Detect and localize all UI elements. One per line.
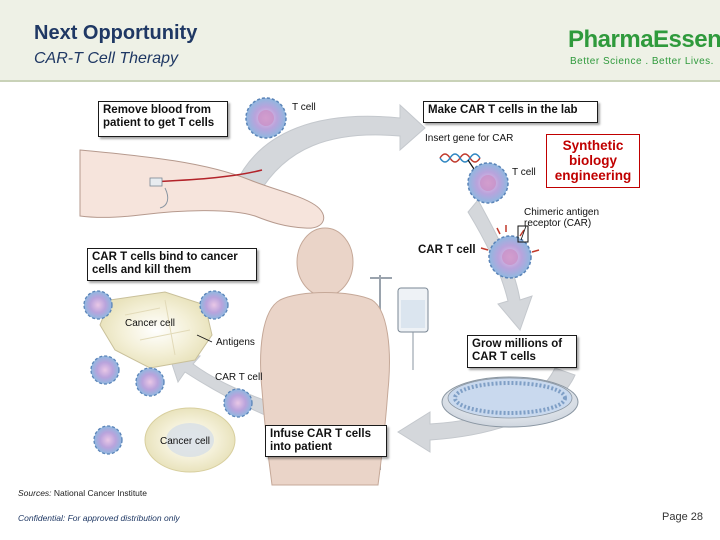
t-cell-lab xyxy=(467,162,509,204)
small-car-t-cells xyxy=(83,290,253,455)
step-make-car-t: Make CAR T cells in the lab xyxy=(423,101,598,123)
slide-subtitle: CAR-T Cell Therapy xyxy=(34,50,179,67)
logo-tagline: Better Science . Better Lives. xyxy=(570,56,714,67)
petri-dish xyxy=(441,376,579,428)
label-antigens: Antigens xyxy=(216,337,255,348)
cancer-cell-round xyxy=(144,407,236,473)
company-logo: PharmaEssentia Better Science . Better L… xyxy=(562,20,720,74)
label-car-t-cell-small: CAR T cell xyxy=(215,372,263,383)
label-t-cell-lab: T cell xyxy=(512,167,536,178)
page-number: Page 28 xyxy=(662,511,703,523)
arrow-to-lab xyxy=(234,103,426,196)
confidential-note: Confidential: For approved distribution … xyxy=(18,513,180,523)
slide-title: Next Opportunity xyxy=(34,22,198,44)
arm-illustration xyxy=(79,149,325,229)
step-bind-kill: CAR T cells bind to cancer cells and kil… xyxy=(87,248,257,281)
logo-wordmark: PharmaEssentia xyxy=(568,26,720,53)
step-grow-cells: Grow millions of CAR T cells xyxy=(467,335,577,368)
label-insert-gene: Insert gene for CAR xyxy=(425,133,514,144)
label-car-t-cell-large: CAR T cell xyxy=(418,244,476,256)
cancer-cell-cluster xyxy=(99,291,213,369)
header-band xyxy=(0,0,720,80)
car-t-cell-large xyxy=(480,225,540,279)
sources-value: National Cancer Institute xyxy=(53,488,147,498)
step-remove-blood: Remove blood from patient to get T cells xyxy=(98,101,228,137)
label-chimeric-antigen-receptor: Chimeric antigen receptor (CAR) xyxy=(524,207,600,229)
label-cancer-cell-1: Cancer cell xyxy=(125,318,176,329)
label-t-cell-top: T cell xyxy=(292,102,316,113)
label-cancer-cell-2: Cancer cell xyxy=(160,436,211,447)
step-infuse: Infuse CAR T cells into patient xyxy=(265,425,387,457)
sources-note: Sources: National Cancer Institute xyxy=(18,488,147,498)
synthetic-biology-callout: Synthetic biology engineering xyxy=(546,134,640,188)
label-leaders xyxy=(196,225,527,343)
header-divider xyxy=(0,80,720,82)
t-cell-top xyxy=(245,97,287,139)
sources-label: Sources: xyxy=(18,488,52,498)
